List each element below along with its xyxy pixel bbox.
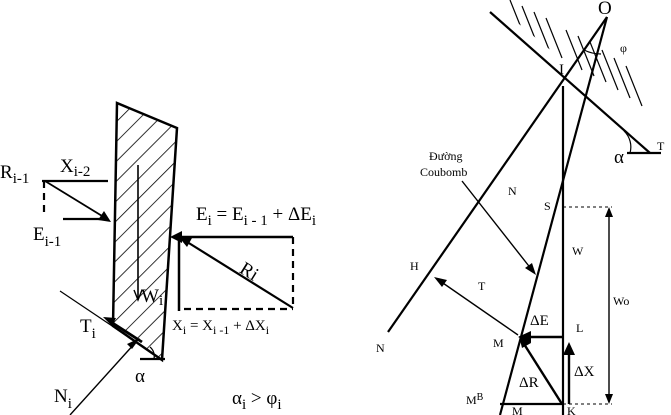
line-o-n bbox=[387, 16, 608, 333]
svg-text:MB: MB bbox=[466, 392, 484, 407]
wo-arrow-bottom bbox=[605, 394, 613, 404]
coulomb-label-line2: Coubomb bbox=[420, 165, 467, 179]
e-prev-sub: i-1 bbox=[45, 234, 62, 250]
e-prev-label: E bbox=[33, 224, 45, 245]
slip-plane bbox=[489, 11, 651, 154]
i-label: I bbox=[559, 62, 564, 78]
s-label: S bbox=[544, 199, 551, 213]
de-arrowhead bbox=[518, 331, 531, 343]
left-slice-figure: Ri-1 Xi-2 Ei-1 Ei = Ei - 1 + ΔEi Ri Wi X… bbox=[0, 101, 316, 415]
weight-arrowhead bbox=[133, 289, 143, 302]
svg-text:Ni: Ni bbox=[54, 386, 72, 412]
x-eq-lhs-sub: i bbox=[183, 323, 187, 337]
mb-label: M bbox=[466, 393, 477, 407]
n-i-label: N bbox=[54, 386, 68, 407]
e-eq-rhs: + ΔE bbox=[268, 204, 312, 225]
n-upper-label: N bbox=[508, 184, 517, 198]
de-label: ΔE bbox=[530, 313, 549, 329]
w-right-label: W bbox=[572, 244, 584, 258]
t-i-label: T bbox=[80, 316, 92, 337]
x-prev-sub: i-2 bbox=[74, 164, 91, 180]
svg-text:Xi-2: Xi-2 bbox=[60, 156, 90, 180]
n-i-arrow bbox=[69, 341, 137, 415]
ri-label: Ri bbox=[236, 258, 262, 285]
right-construction-figure: O φ I T α Đường Coubomb N S W Wo H T N Δ… bbox=[376, 0, 665, 415]
t-i-line bbox=[59, 290, 149, 351]
svg-text:Xi = Xi -1 + ΔXi: Xi = Xi -1 + ΔXi bbox=[172, 318, 270, 337]
e-eq-mid-sub: i - 1 bbox=[244, 213, 268, 229]
phi-label: φ bbox=[620, 41, 627, 55]
t-mid-arrowhead bbox=[434, 277, 447, 287]
k-label: K bbox=[567, 404, 576, 415]
svg-text:Ei-1: Ei-1 bbox=[33, 224, 61, 250]
coulomb-line bbox=[498, 16, 609, 415]
x-eq-rhs-sub: i bbox=[266, 323, 270, 337]
svg-text:Ri-1: Ri-1 bbox=[0, 162, 29, 187]
n-i-arrowhead bbox=[127, 338, 140, 349]
x-prev-label: X bbox=[60, 156, 74, 177]
t-top-label: T bbox=[657, 139, 665, 153]
phi-arc bbox=[583, 49, 602, 55]
m-bottom-label: M bbox=[512, 404, 523, 415]
svg-text:αi > φi: αi > φi bbox=[232, 388, 282, 413]
e-eq-lhs: E bbox=[196, 204, 208, 225]
t-i-sub: i bbox=[92, 326, 96, 342]
n-i-sub: i bbox=[68, 396, 72, 412]
dr-arrowhead bbox=[519, 336, 531, 348]
x-eq-mid-sub: i -1 bbox=[213, 323, 229, 337]
soil-slice bbox=[111, 101, 179, 363]
svg-text:Wi: Wi bbox=[141, 286, 163, 309]
r-i-arrowhead bbox=[178, 236, 192, 247]
t-i-arrowhead bbox=[103, 317, 116, 326]
cond-alpha-sub: i bbox=[242, 397, 246, 413]
t-i-arrow bbox=[110, 320, 143, 344]
r-prev-sub: i-1 bbox=[13, 171, 30, 187]
cond-phi-sub: i bbox=[277, 397, 281, 413]
x-eq-rhs: + ΔX bbox=[229, 318, 266, 334]
alpha-arc-right bbox=[623, 130, 632, 154]
dx-arrowhead bbox=[563, 342, 575, 355]
dr-label: ΔR bbox=[519, 375, 539, 391]
alpha-right-label: α bbox=[614, 147, 624, 168]
wo-arrow-top bbox=[605, 207, 613, 217]
r-i-arrow bbox=[183, 239, 294, 309]
r-prev-label: R bbox=[0, 162, 13, 183]
dx-label: ΔX bbox=[574, 364, 595, 380]
cond-alpha: α bbox=[232, 388, 242, 409]
e-eq-rhs-sub: i bbox=[312, 213, 316, 229]
dr-arrow bbox=[522, 343, 564, 405]
cond-op: > φ bbox=[246, 388, 277, 409]
coulomb-label-line1: Đường bbox=[429, 149, 463, 163]
w-sub: i bbox=[159, 293, 163, 309]
svg-text:Ei = Ei - 1 + ΔEi: Ei = Ei - 1 + ΔEi bbox=[196, 204, 316, 229]
o-label: O bbox=[598, 0, 612, 19]
r-prev-arrowhead bbox=[98, 211, 111, 222]
mb-sub: B bbox=[477, 392, 484, 403]
x-eq-lhs: X bbox=[172, 318, 183, 334]
x-eq-mid: = X bbox=[186, 318, 213, 334]
alpha-arc-left bbox=[149, 346, 155, 360]
l-label: L bbox=[576, 321, 583, 335]
coulomb-pointer bbox=[461, 180, 533, 271]
coulomb-pointer-head bbox=[525, 263, 536, 275]
t-mid-label: T bbox=[478, 279, 486, 293]
m-label: M bbox=[493, 336, 504, 350]
wo-label: Wo bbox=[613, 294, 629, 308]
h-label: H bbox=[410, 259, 419, 273]
svg-text:Ti: Ti bbox=[80, 316, 96, 342]
alpha-left-label: α bbox=[135, 366, 145, 387]
t-mid-arrow bbox=[439, 280, 519, 336]
n-lower-label: N bbox=[376, 341, 385, 355]
e-eq-lhs-sub: i bbox=[208, 213, 212, 229]
w-label: W bbox=[141, 286, 159, 307]
r-prev-arrow bbox=[44, 180, 108, 220]
e-eq-mid: = E bbox=[212, 204, 244, 225]
